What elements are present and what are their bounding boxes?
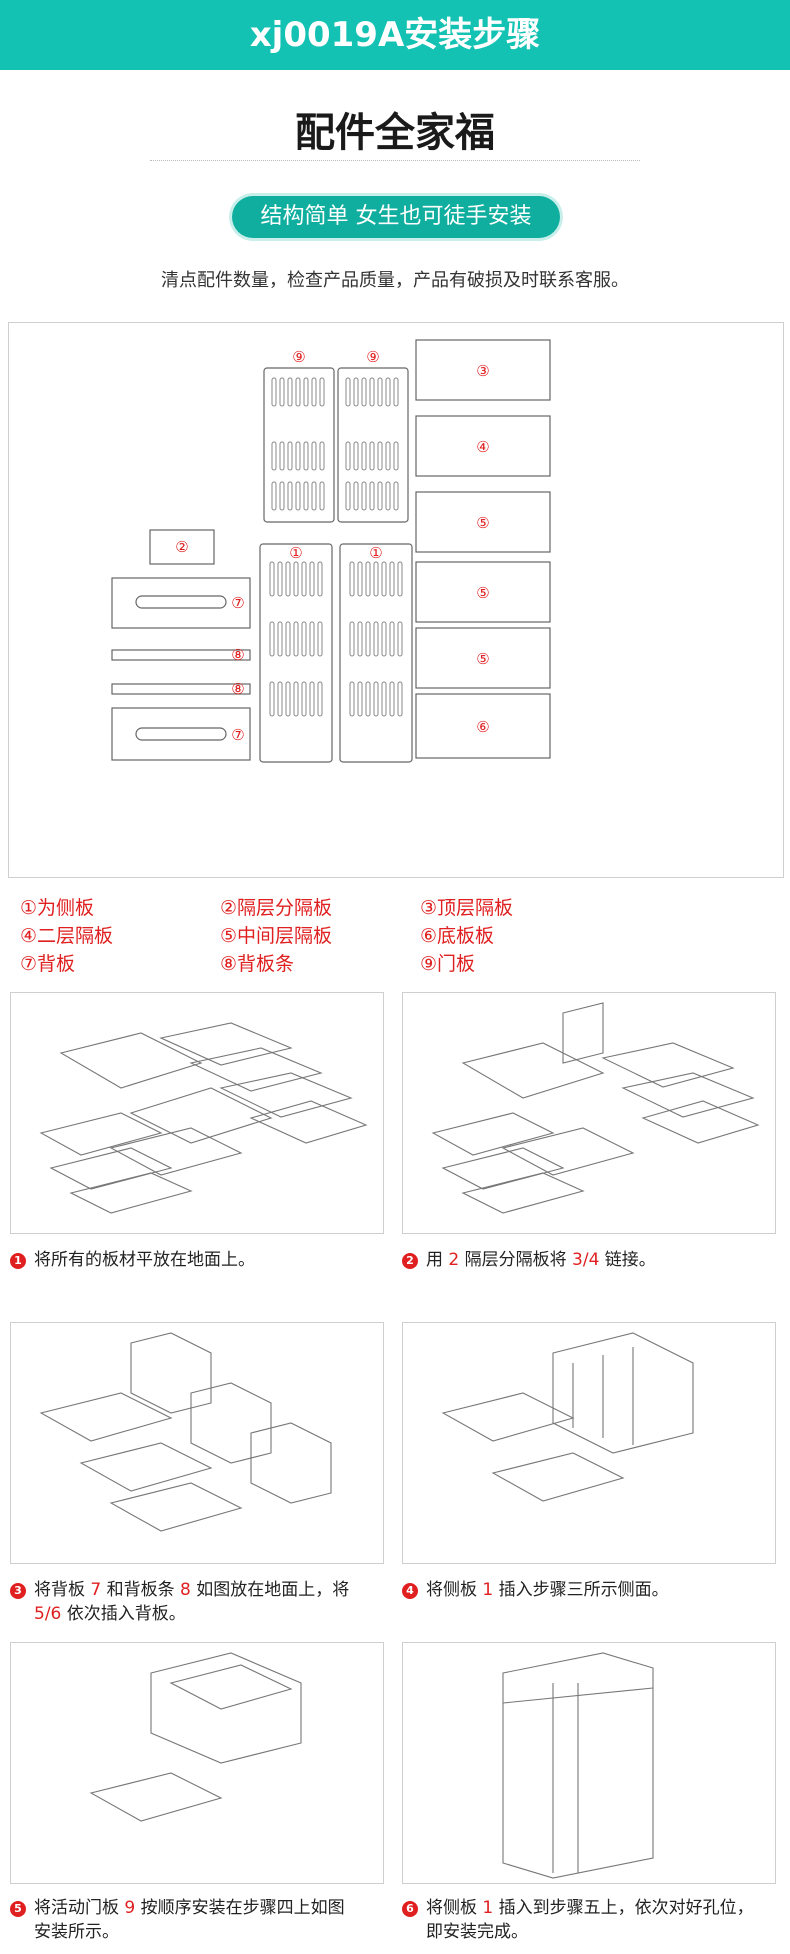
legend-item: ④二层隔板: [20, 925, 114, 947]
back-strip-2: [111, 683, 251, 695]
side-label-right: ①: [369, 544, 382, 562]
legend-item: ①为侧板: [20, 897, 95, 919]
step-4-illustration: [402, 1322, 776, 1564]
header-bar: xj0019A安装步骤: [0, 0, 790, 70]
back-panel-top: [111, 577, 251, 629]
legend-item: ⑥底板板: [420, 925, 495, 947]
top-shelf: [415, 339, 551, 401]
second-shelf: [415, 415, 551, 477]
step-number-badge: 3: [10, 1583, 26, 1599]
legend-item: ⑤中间层隔板: [220, 925, 333, 947]
intro-text: 清点配件数量，检查产品质量，产品有破损及时联系客服。: [161, 270, 629, 291]
decorative-divider: [150, 160, 640, 165]
back-panel-label-1: ⑦: [231, 594, 244, 612]
side-label-left: ①: [289, 544, 302, 562]
middle-shelf-2: [415, 561, 551, 623]
bottom-shelf: [415, 693, 551, 759]
feature-pill: 结构简单 女生也可徒手安装: [232, 196, 560, 238]
section-title: 配件全家福: [295, 110, 495, 156]
top-shelf-label: ③: [476, 362, 489, 380]
step-2-illustration: [402, 992, 776, 1234]
middle-shelf-1: [415, 491, 551, 553]
legend-item: ⑨门板: [420, 953, 476, 975]
divider-label: ②: [175, 538, 188, 556]
step-number-badge: 4: [402, 1583, 418, 1599]
middle-shelf-3: [415, 627, 551, 689]
step-1-illustration: [10, 992, 384, 1234]
step-5-illustration: [10, 1642, 384, 1884]
legend-item: ⑧背板条: [220, 953, 295, 975]
side-panel-right: [339, 543, 413, 763]
legend-item: ②隔层分隔板: [220, 897, 333, 919]
door-label-left: ⑨: [292, 348, 305, 366]
back-panel-label-2: ⑦: [231, 726, 244, 744]
step-3-illustration: [10, 1322, 384, 1564]
back-strip-label-2: ⑧: [231, 680, 244, 698]
divider-panel: [149, 529, 215, 565]
header-title: xj0019A安装步骤: [249, 15, 541, 55]
middle-shelf-label-1: ⑤: [476, 514, 489, 532]
second-shelf-label: ④: [476, 438, 489, 456]
step-number-badge: 1: [10, 1253, 26, 1269]
legend-item: ⑦背板: [20, 953, 76, 975]
door-label-right: ⑨: [366, 348, 379, 366]
step-number-badge: 6: [402, 1901, 418, 1917]
middle-shelf-label-2: ⑤: [476, 584, 489, 602]
door-panel-right: [337, 367, 409, 523]
middle-shelf-label-3: ⑤: [476, 650, 489, 668]
parts-diagram: ⑨ ⑨ ① ① ③ ④ ⑤ ⑤ ⑤ ⑥ ② ⑦ ⑧ ⑧ ⑦: [111, 339, 551, 763]
bottom-shelf-label: ⑥: [476, 718, 489, 736]
step-6-illustration: [402, 1642, 776, 1884]
step-number-badge: 5: [10, 1901, 26, 1917]
legend-item: ③顶层隔板: [420, 897, 514, 919]
back-strip-1: [111, 649, 251, 661]
parts-diagram-frame: [8, 322, 784, 878]
step-number-badge: 2: [402, 1253, 418, 1269]
door-panel-left: [263, 367, 335, 523]
back-panel-bottom: [111, 707, 251, 761]
side-panel-left: [259, 543, 333, 763]
back-strip-label-1: ⑧: [231, 646, 244, 664]
